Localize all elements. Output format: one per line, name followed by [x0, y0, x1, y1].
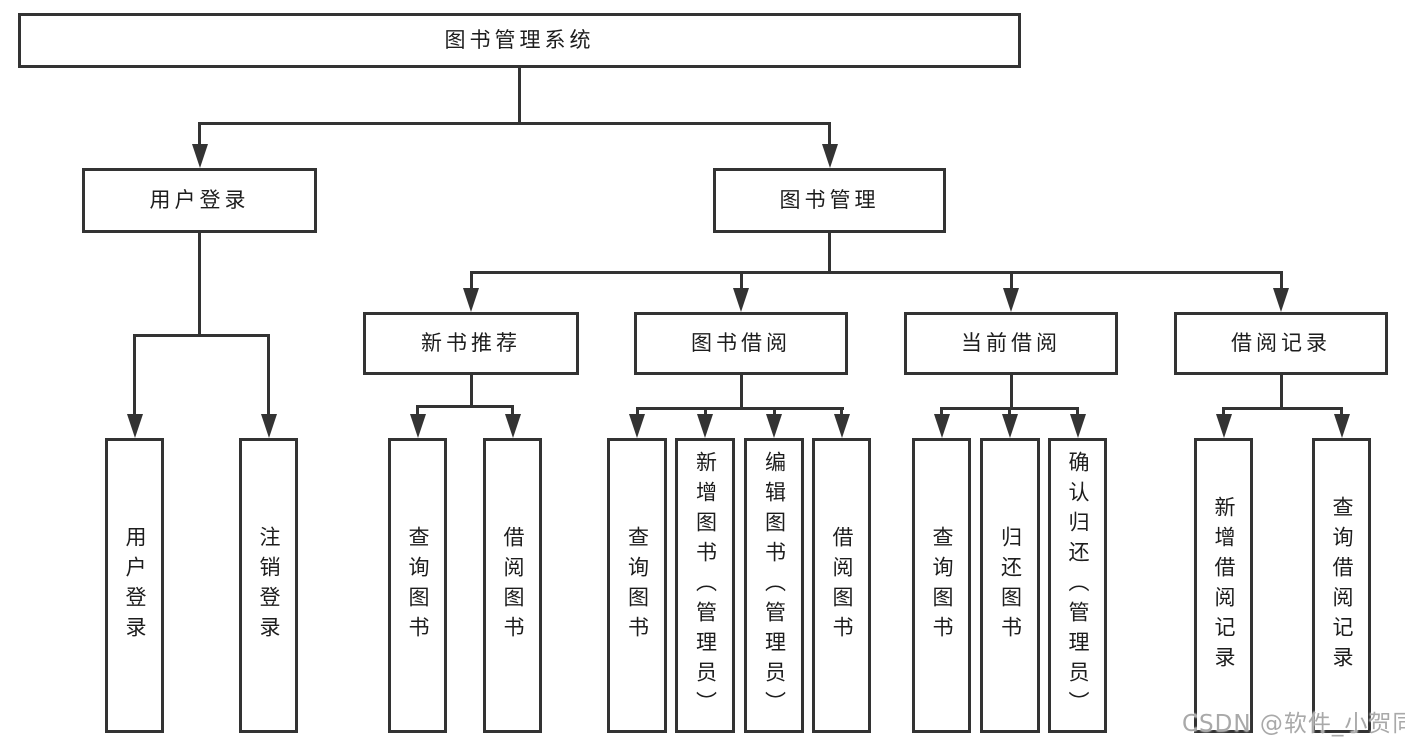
- connector-nbr-drop-1: [416, 405, 419, 417]
- connector-nbr-hline: [416, 405, 514, 408]
- arrowhead: [410, 414, 426, 438]
- node-current-borrow: 当前借阅: [904, 312, 1118, 375]
- leaf-query-books-2: 查询图书: [607, 438, 667, 733]
- connector-root-hline: [198, 122, 831, 125]
- connector-book-management-stem: [828, 233, 831, 274]
- connector-user-login-stem: [198, 233, 201, 337]
- arrowhead: [766, 414, 782, 438]
- connector-book-management-hline: [470, 271, 1283, 274]
- connector-bm-drop-1: [470, 271, 473, 291]
- arrowhead: [629, 414, 645, 438]
- leaf-edit-book-admin: 编辑图书（管理员）: [744, 438, 804, 733]
- connector-user-login-drop-1: [133, 334, 136, 416]
- arrowhead: [697, 414, 713, 438]
- connector-bb-drop-4: [840, 407, 843, 417]
- connector-cb-drop-1: [940, 407, 943, 417]
- connector-bb-drop-3: [773, 407, 776, 417]
- node-new-book-recommend-label: 新书推荐: [421, 331, 521, 355]
- connector-root-right-drop: [828, 122, 831, 148]
- leaf-user-login: 用户登录: [105, 438, 164, 733]
- node-root: 图书管理系统: [18, 13, 1021, 68]
- leaf-add-book-admin: 新增图书（管理员）: [675, 438, 735, 733]
- arrowhead: [934, 414, 950, 438]
- connector-br-hline: [1222, 407, 1343, 410]
- node-new-book-recommend: 新书推荐: [363, 312, 579, 375]
- leaf-edit-book-admin-label: 编辑图书（管理员）: [762, 450, 787, 721]
- connector-br-drop-2: [1340, 407, 1343, 417]
- arrowhead: [1273, 288, 1289, 312]
- leaf-return-book: 归还图书: [980, 438, 1040, 733]
- connector-br-drop-1: [1222, 407, 1225, 417]
- leaf-add-borrow-record-label: 新增借阅记录: [1212, 495, 1236, 676]
- connector-bb-hline: [636, 407, 844, 410]
- leaf-logout: 注销登录: [239, 438, 298, 733]
- arrowhead: [505, 414, 521, 438]
- node-book-borrow: 图书借阅: [634, 312, 848, 375]
- connector-nbr-drop-2: [511, 405, 514, 417]
- arrowhead: [1334, 414, 1350, 438]
- leaf-query-books: 查询图书: [388, 438, 447, 733]
- leaf-borrow-books-2-label: 借阅图书: [830, 525, 854, 646]
- node-user-login-label: 用户登录: [149, 188, 250, 212]
- arrowhead: [127, 414, 143, 438]
- node-book-management: 图书管理: [713, 168, 946, 233]
- arrowhead: [261, 414, 277, 438]
- arrowhead: [1070, 414, 1086, 438]
- leaf-user-login-label: 用户登录: [123, 525, 147, 646]
- leaf-add-borrow-record: 新增借阅记录: [1194, 438, 1253, 733]
- node-book-management-label: 图书管理: [779, 188, 880, 212]
- connector-cb-drop-3: [1076, 407, 1079, 417]
- connector-root-stem: [518, 68, 521, 125]
- leaf-query-books-label: 查询图书: [406, 525, 430, 646]
- arrowhead: [463, 288, 479, 312]
- node-book-borrow-label: 图书借阅: [691, 331, 791, 355]
- leaf-query-books-2-label: 查询图书: [625, 525, 650, 646]
- connector-br-stem: [1280, 375, 1283, 410]
- leaf-borrow-books-2: 借阅图书: [812, 438, 871, 733]
- arrowhead: [1002, 414, 1018, 438]
- leaf-confirm-return-admin: 确认归还（管理员）: [1048, 438, 1107, 733]
- leaf-query-borrow-record: 查询借阅记录: [1312, 438, 1371, 733]
- connector-bb-drop-2: [704, 407, 707, 417]
- node-borrow-records: 借阅记录: [1174, 312, 1388, 375]
- connector-bb-drop-1: [636, 407, 639, 417]
- connector-bm-drop-3: [1010, 271, 1013, 291]
- connector-user-login-drop-2: [267, 334, 270, 416]
- connector-bm-drop-2: [740, 271, 743, 291]
- arrowhead: [733, 288, 749, 312]
- arrowhead: [192, 144, 208, 168]
- leaf-logout-label: 注销登录: [257, 525, 281, 646]
- arrowhead: [1216, 414, 1232, 438]
- leaf-borrow-books-label: 借阅图书: [501, 525, 525, 646]
- leaf-query-books-3-label: 查询图书: [930, 525, 954, 646]
- connector-nbr-stem: [470, 375, 473, 408]
- node-root-label: 图书管理系统: [444, 28, 595, 52]
- connector-user-login-hline: [133, 334, 270, 337]
- node-user-login: 用户登录: [82, 168, 317, 233]
- leaf-query-books-3: 查询图书: [912, 438, 971, 733]
- watermark: CSDN @软件_小贺同学: [1182, 711, 1405, 737]
- leaf-borrow-books: 借阅图书: [483, 438, 542, 733]
- connector-root-left-drop: [198, 122, 201, 148]
- connector-bm-drop-4: [1280, 271, 1283, 291]
- connector-cb-stem: [1010, 375, 1013, 410]
- leaf-add-book-admin-label: 新增图书（管理员）: [693, 450, 718, 721]
- leaf-return-book-label: 归还图书: [998, 525, 1023, 646]
- leaf-query-borrow-record-label: 查询借阅记录: [1330, 495, 1354, 676]
- arrowhead: [834, 414, 850, 438]
- arrowhead: [822, 144, 838, 168]
- node-borrow-records-label: 借阅记录: [1231, 331, 1331, 355]
- arrowhead: [1003, 288, 1019, 312]
- connector-cb-drop-2: [1008, 407, 1011, 417]
- node-current-borrow-label: 当前借阅: [961, 331, 1061, 355]
- connector-bb-stem: [740, 375, 743, 410]
- leaf-confirm-return-admin-label: 确认归还（管理员）: [1066, 450, 1090, 721]
